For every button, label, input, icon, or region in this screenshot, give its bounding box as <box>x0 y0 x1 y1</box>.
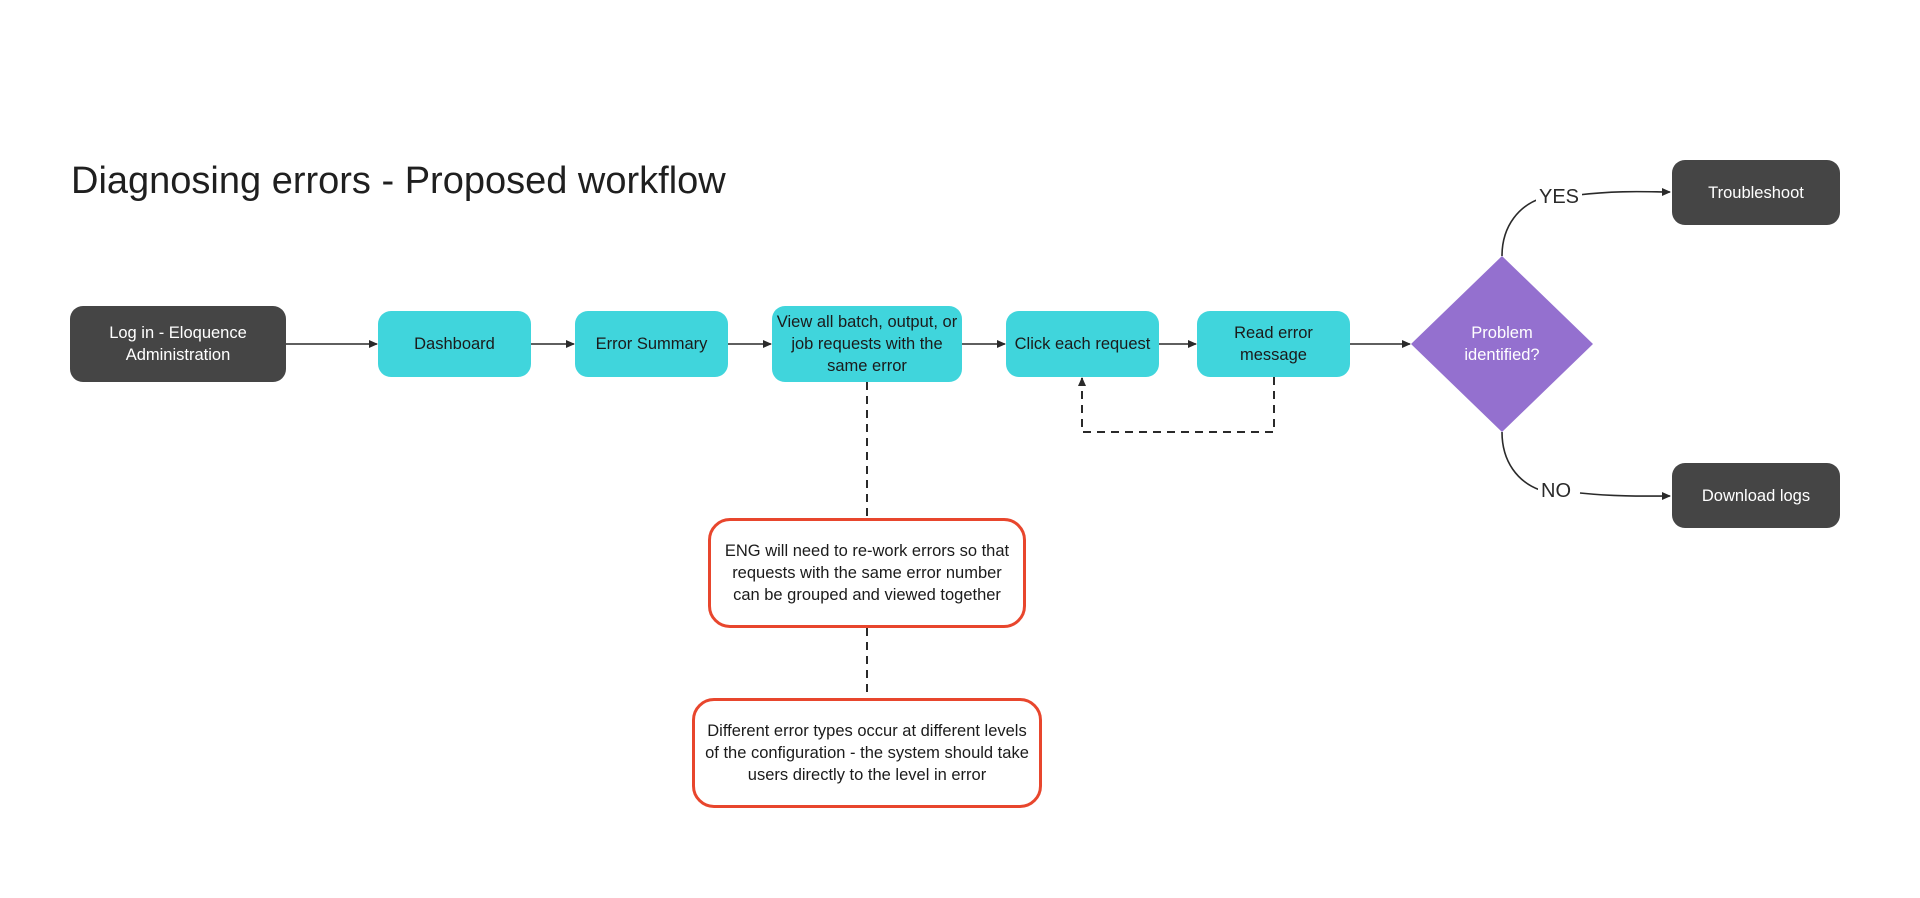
note-rework-errors: ENG will need to re-work errors so that … <box>708 518 1026 628</box>
node-click-request: Click each request <box>1006 311 1159 377</box>
node-read-error: Read error message <box>1197 311 1350 377</box>
node-dashboard: Dashboard <box>378 311 531 377</box>
node-download-logs: Download logs <box>1672 463 1840 528</box>
no-branch-arrow <box>1579 492 1671 501</box>
no-branch-curve <box>1501 431 1541 491</box>
node-error-summary: Error Summary <box>575 311 728 377</box>
page-title: Diagnosing errors - Proposed workflow <box>71 160 726 202</box>
note-error-levels: Different error types occur at different… <box>692 698 1042 808</box>
loop-read-error-to-click-request <box>1078 377 1275 433</box>
decision-diamond <box>1411 256 1593 432</box>
yes-branch-arrow <box>1577 187 1671 196</box>
node-troubleshoot: Troubleshoot <box>1672 160 1840 225</box>
node-login: Log in - Eloquence Administration <box>70 306 286 382</box>
no-label: NO <box>1538 479 1574 503</box>
yes-label: YES <box>1536 185 1583 209</box>
decision-label: Problem identified? <box>1464 324 1540 364</box>
node-view-requests: View all batch, output, or job requests … <box>772 306 962 382</box>
